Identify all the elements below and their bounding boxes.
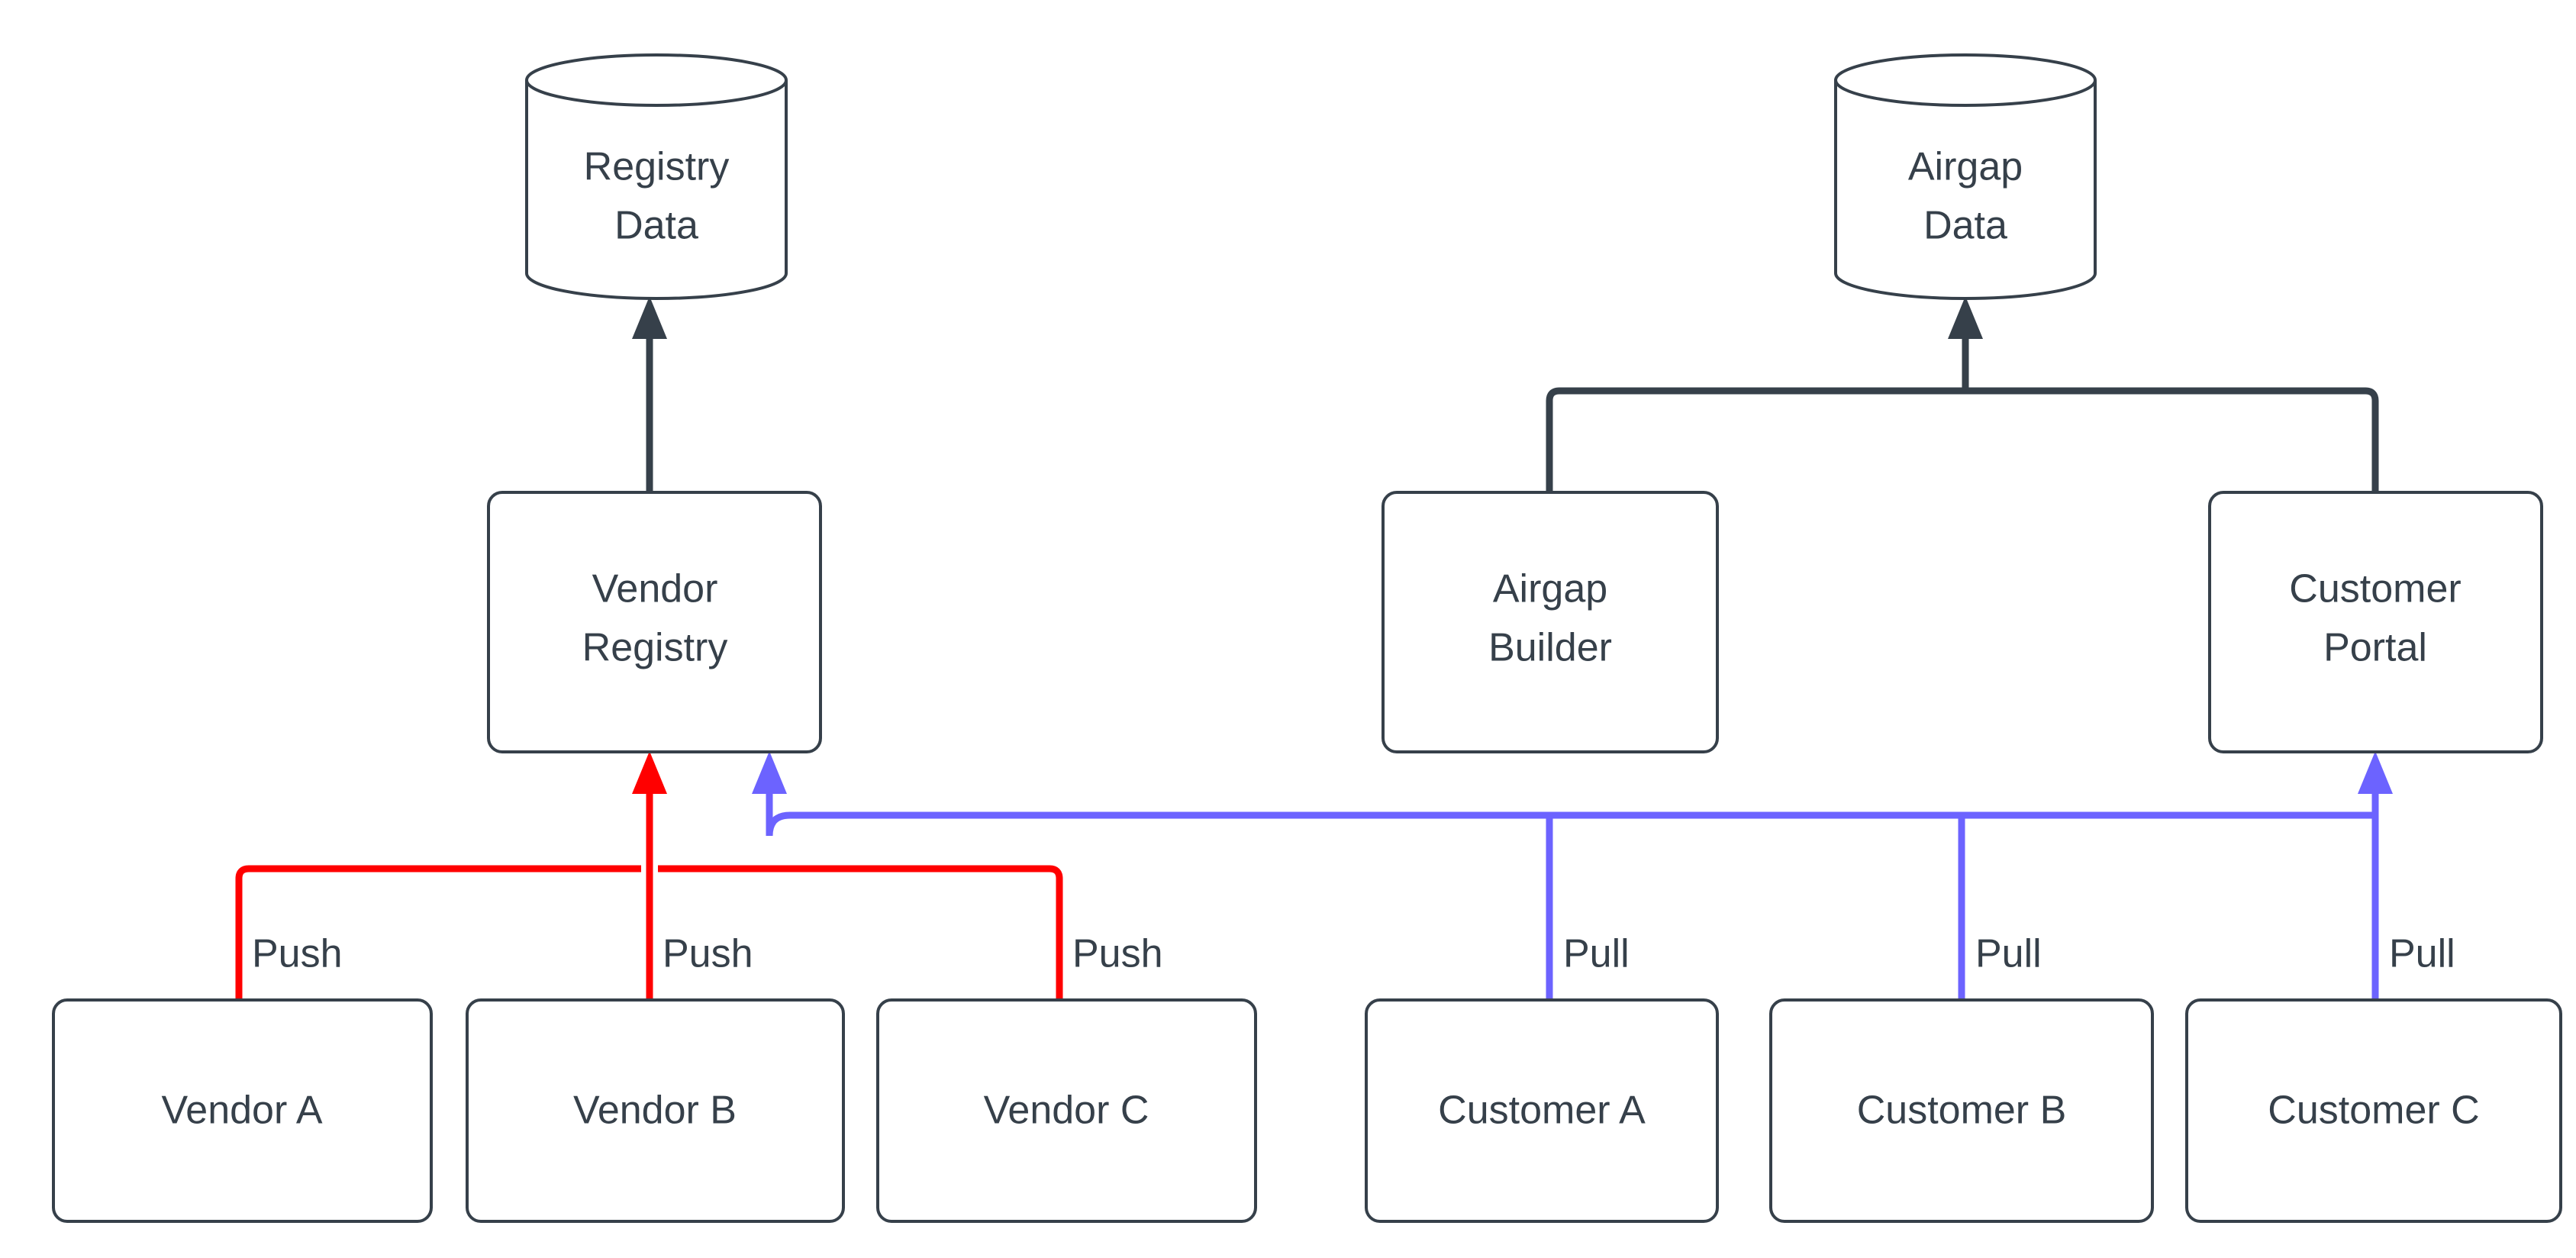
- node-airgap-builder-label-line1: Airgap: [1493, 567, 1607, 611]
- edge-pull-bus: [766, 811, 2375, 837]
- edge-vendor-b-push: [632, 751, 667, 1000]
- node-customer-b[interactable]: Customer B: [1769, 998, 2154, 1223]
- node-customer-portal-label-line2: Portal: [2323, 626, 2427, 670]
- edge-label-pull-a: Pull: [1563, 932, 1630, 976]
- edge-label-push-a: Push: [252, 932, 343, 976]
- node-registry-data[interactable]: Registry Data: [525, 53, 788, 300]
- edge-label-pull-c: Pull: [2389, 932, 2455, 976]
- edge-label-push-c: Push: [1072, 932, 1163, 976]
- node-customer-a-label: Customer A: [1438, 1089, 1646, 1133]
- node-vendor-b[interactable]: Vendor B: [466, 998, 845, 1223]
- edge-vendor-a-push: [235, 865, 641, 1000]
- node-customer-portal[interactable]: Customer Portal: [2208, 491, 2543, 753]
- node-airgap-builder-label-line2: Builder: [1488, 626, 1612, 670]
- node-vendor-a[interactable]: Vendor A: [52, 998, 433, 1223]
- node-customer-portal-label-line1: Customer: [2289, 567, 2461, 611]
- node-vendor-registry-label-line1: Vendor: [592, 567, 718, 611]
- node-airgap-data[interactable]: Airgap Data: [1834, 53, 2097, 300]
- edge-label-push-b: Push: [663, 932, 753, 976]
- node-airgap-builder[interactable]: Airgap Builder: [1381, 491, 1719, 753]
- node-vendor-b-label: Vendor B: [573, 1089, 737, 1133]
- node-registry-data-label-line2: Data: [614, 204, 698, 248]
- edge-airgap-builder-to-airgap-data: [1546, 387, 1965, 492]
- node-vendor-c[interactable]: Vendor C: [876, 998, 1257, 1223]
- node-vendor-a-label: Vendor A: [161, 1089, 322, 1133]
- edge-airgap-data-arrowhead: [1948, 296, 1983, 391]
- node-customer-a[interactable]: Customer A: [1365, 998, 1719, 1223]
- node-airgap-data-label-line2: Data: [1923, 204, 2007, 248]
- node-vendor-c-label: Vendor C: [984, 1089, 1149, 1133]
- edge-vendor-c-push: [658, 865, 1063, 1000]
- node-customer-c-label: Customer C: [2268, 1089, 2479, 1133]
- edge-pull-into-vendor-registry: [752, 751, 787, 836]
- node-vendor-registry-label-line2: Registry: [582, 626, 728, 670]
- edge-vendor-registry-to-registry-data: [632, 296, 667, 492]
- node-vendor-registry[interactable]: Vendor Registry: [487, 491, 822, 753]
- edge-customer-c-pull: [2358, 751, 2393, 1000]
- edge-customer-portal-to-airgap-data: [1965, 387, 2379, 492]
- node-customer-b-label: Customer B: [1857, 1089, 2067, 1133]
- node-airgap-data-label-line1: Airgap: [1908, 145, 2023, 189]
- node-registry-data-label-line1: Registry: [584, 145, 730, 189]
- node-customer-c[interactable]: Customer C: [2185, 998, 2562, 1223]
- edge-label-pull-b: Pull: [1975, 932, 2042, 976]
